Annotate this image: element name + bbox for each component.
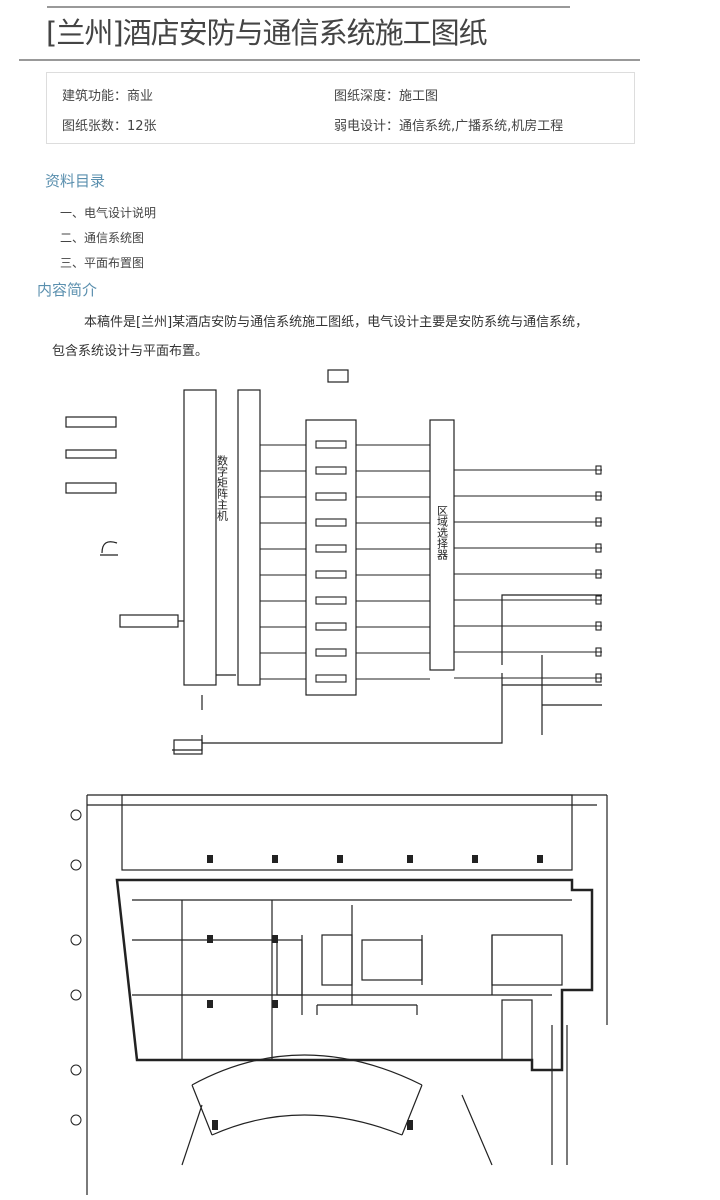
wiring-line xyxy=(315,622,347,631)
wiring-line xyxy=(595,673,602,683)
wiring-line xyxy=(315,570,347,579)
system-host-label: 数字矩阵主机 xyxy=(216,455,229,521)
wiring-line xyxy=(315,492,347,501)
title-divider xyxy=(19,59,640,61)
wiring-line xyxy=(315,596,347,605)
page-title: [兰州]酒店安防与通信系统施工图纸 xyxy=(46,16,488,50)
floor-plan-image xyxy=(70,794,608,1195)
wiring-line xyxy=(315,440,347,449)
top-divider xyxy=(47,6,570,8)
wiring-line xyxy=(595,595,602,605)
weak-current-design: 弱电设计：通信系统,广播系统,机房工程 xyxy=(334,119,564,134)
building-function: 建筑功能：商业 xyxy=(62,89,154,104)
wiring-line xyxy=(595,517,602,527)
system-diagram-image: 数字矩阵主机 区域选择器 xyxy=(65,369,602,755)
catalog-item: 三、平面布置图 xyxy=(60,256,145,270)
wiring-line xyxy=(595,491,602,501)
wiring-line xyxy=(595,465,602,475)
drawing-count: 图纸张数：12张 xyxy=(62,119,157,134)
intro-line-1: 本稿件是[兰州]某酒店安防与通信系统施工图纸，电气设计主要是安防系统与通信系统， xyxy=(84,315,589,330)
wiring-line xyxy=(595,543,602,553)
intro-line-2: 包含系统设计与平面布置。 xyxy=(52,344,209,359)
wiring-line xyxy=(595,647,602,657)
drawing-depth: 图纸深度：施工图 xyxy=(334,89,439,104)
zone-selector-label: 区域选择器 xyxy=(436,505,449,561)
intro-heading: 内容简介 xyxy=(37,281,98,299)
wiring-line xyxy=(595,569,602,579)
catalog-heading: 资料目录 xyxy=(45,172,106,190)
wiring-line xyxy=(315,674,347,683)
catalog-item: 一、电气设计说明 xyxy=(60,206,157,220)
wiring-line xyxy=(315,544,347,553)
catalog-item: 二、通信系统图 xyxy=(60,231,145,245)
info-box: 建筑功能：商业 图纸深度：施工图 图纸张数：12张 弱电设计：通信系统,广播系统… xyxy=(46,72,635,144)
wiring-line xyxy=(315,518,347,527)
wiring-line xyxy=(315,648,347,657)
wiring-line xyxy=(315,466,347,475)
wiring-line xyxy=(595,621,602,631)
